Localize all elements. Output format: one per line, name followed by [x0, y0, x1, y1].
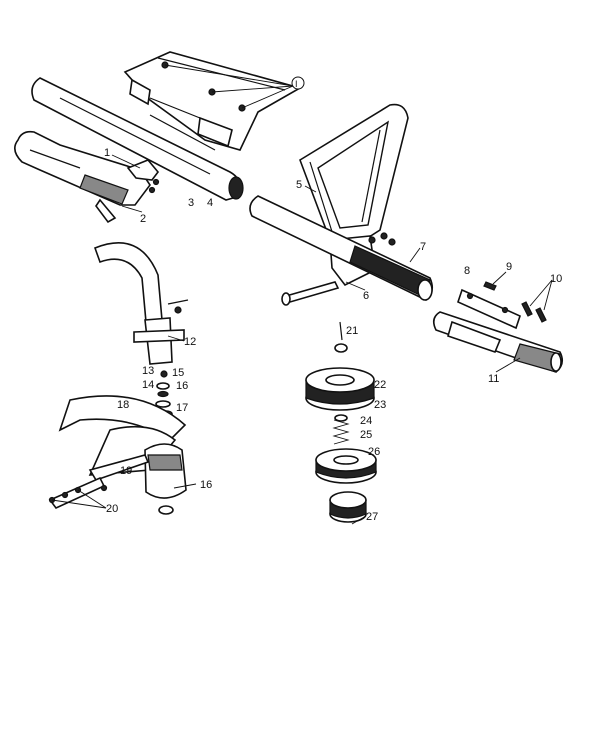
callout-11: 11	[488, 373, 499, 385]
trimmer-head	[305, 321, 377, 523]
callout-5: 5	[296, 179, 302, 191]
callout-17: 17	[176, 402, 188, 414]
callout-22: 22	[374, 379, 386, 391]
line-cutter	[48, 454, 150, 509]
callout-i: I	[295, 79, 298, 89]
callout-12: 12	[184, 336, 196, 348]
callout-7: 7	[420, 241, 426, 253]
callout-13: 13	[142, 365, 154, 377]
callout-6: 6	[363, 290, 369, 302]
callout-23: 23	[374, 399, 386, 411]
shaft-clamp	[133, 299, 189, 365]
callout-i-marker: I	[291, 76, 305, 90]
shaft-housing	[31, 77, 244, 201]
callout-3: 3	[188, 197, 194, 209]
callout-26: 26	[368, 446, 380, 458]
callout-20: 20	[106, 503, 118, 515]
callout-16-upper: 16	[176, 380, 188, 392]
callout-14: 14	[142, 379, 154, 391]
callout-labels: 1 2 3 4 5 6 7 8 9 10 11 12 13 14 15 16 1…	[104, 76, 562, 523]
guard-cover	[123, 51, 303, 151]
coupler-tube	[432, 311, 564, 373]
callout-25: 25	[360, 429, 372, 441]
coupler-plate	[457, 281, 547, 330]
curved-shaft	[93, 242, 163, 323]
loop-handle	[299, 103, 409, 245]
callout-8: 8	[464, 265, 470, 277]
callout-21: 21	[346, 325, 358, 337]
callout-24: 24	[360, 415, 372, 427]
throttle-trigger	[126, 159, 160, 194]
callout-15: 15	[172, 367, 184, 379]
leader-lines	[51, 64, 553, 525]
callout-10: 10	[550, 273, 562, 285]
callout-4: 4	[207, 197, 213, 209]
callout-19: 19	[120, 465, 132, 477]
callout-27: 27	[366, 511, 378, 523]
lower-shaft	[249, 195, 434, 301]
handle-grip	[14, 130, 151, 224]
callout-1: 1	[104, 147, 110, 159]
callout-18: 18	[117, 399, 129, 411]
callout-2: 2	[140, 213, 146, 225]
gear-head	[144, 443, 187, 515]
callout-16-lower: 16	[200, 479, 212, 491]
callout-9: 9	[506, 261, 512, 273]
